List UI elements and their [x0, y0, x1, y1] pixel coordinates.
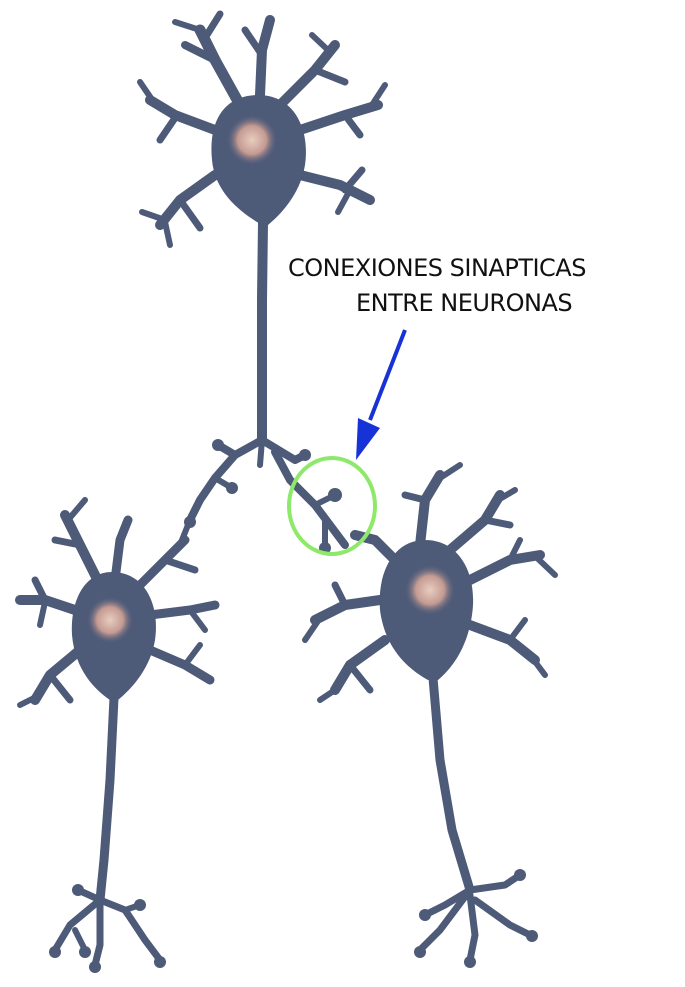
- top-neuron-axon: [257, 217, 268, 445]
- synapse-highlight-circle: [287, 456, 377, 556]
- bottom-left-neuron-axon: [95, 693, 119, 905]
- bottom-right-neuron-axon: [428, 673, 475, 895]
- bottom-left-neuron-nucleus: [86, 596, 134, 644]
- bottom-right-neuron-terminal-knobs: [414, 869, 538, 968]
- top-neuron-nucleus: [226, 114, 278, 166]
- bottom-left-neuron-terminal-knobs: [49, 884, 166, 973]
- top-neuron: [137, 10, 388, 554]
- bottom-right-neuron-nucleus: [404, 564, 456, 616]
- top-neuron-terminal-knobs: [184, 439, 342, 554]
- annotation-line-1: CONEXIONES SINAPTICAS: [288, 254, 586, 282]
- annotation-line-2: ENTRE NEURONAS: [356, 289, 573, 317]
- bottom-right-neuron-axon-terminals: [416, 871, 534, 964]
- bottom-right-neuron-dendrites: [302, 462, 558, 703]
- bottom-left-neuron-dendrites: [15, 497, 220, 708]
- bottom-left-neuron: [15, 497, 220, 973]
- arrow-head-icon: [356, 418, 380, 460]
- top-neuron-dendrites: [137, 10, 388, 248]
- bottom-right-neuron: [302, 462, 558, 968]
- top-neuron-axon-terminals: [186, 436, 349, 551]
- blue-arrow: [356, 329, 407, 460]
